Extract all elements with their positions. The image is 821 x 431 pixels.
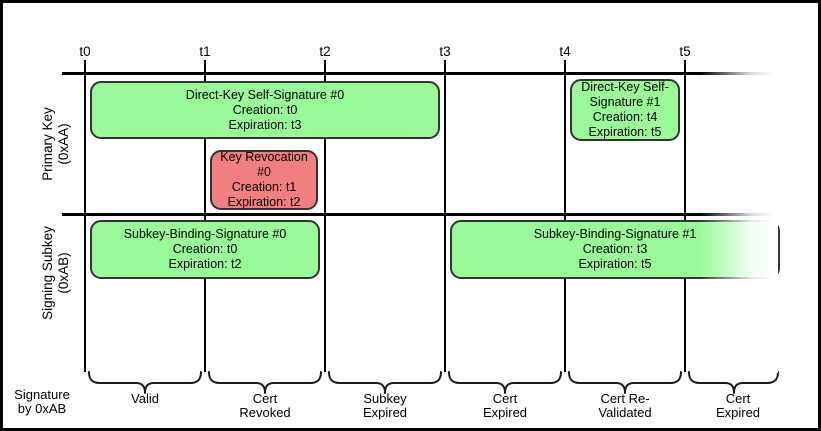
segment-label-cert-revalidated: Cert Re- Validated <box>598 391 652 420</box>
signature-by-axis-label: Signature by 0xAB <box>14 387 70 416</box>
box-expiration: Expiration: t3 <box>228 117 302 132</box>
box-creation: Creation: t1 <box>231 180 297 194</box>
gridline-t3 <box>444 60 446 372</box>
box-expiration: Expiration: t5 <box>588 125 662 139</box>
box-title: Key Revocation #0 <box>220 150 308 179</box>
primary-key-axis-line <box>62 72 778 75</box>
box-title: Direct-Key Self- Signature #1 <box>581 80 669 109</box>
box-expiration: Expiration: t2 <box>168 257 242 271</box>
tick-label-t3: t3 <box>439 44 451 59</box>
box-creation: Creation: t3 <box>582 242 648 256</box>
signing-subkey-axis-line <box>62 213 778 216</box>
segment-brace <box>568 371 682 394</box>
box-expiration: Expiration: t5 <box>578 257 652 271</box>
signature-box-direct-key-self-signature-0: Direct-Key Self-Signature #0 Creation: t… <box>90 81 440 139</box>
segment-brace <box>688 371 779 394</box>
gridline-t4 <box>564 60 566 372</box>
segment-label-cert-expired: Cert Expired <box>482 391 528 420</box>
signature-box-key-revocation-0: Key Revocation #0 Creation: t1 Expiratio… <box>210 150 318 210</box>
tick-label-t2: t2 <box>319 44 331 59</box>
signature-box-subkey-binding-signature-0: Subkey-Binding-Signature #0 Creation: t0… <box>90 220 320 279</box>
box-title: Direct-Key Self-Signature #0 <box>185 87 345 102</box>
gridline-t5 <box>684 60 686 372</box>
box-title: Subkey-Binding-Signature #1 <box>533 227 697 241</box>
segment-label-valid: Valid <box>131 391 159 406</box>
segment-brace <box>328 371 442 394</box>
segment-brace <box>448 371 562 394</box>
tick-label-t1: t1 <box>199 44 211 59</box>
segment-label-cert-expired-2: Cert Expired <box>715 391 761 420</box>
signature-box-direct-key-self-signature-1: Direct-Key Self- Signature #1 Creation: … <box>570 79 680 141</box>
box-title: Subkey-Binding-Signature #0 <box>123 227 287 241</box>
box-creation: Creation: t4 <box>592 110 658 124</box>
segment-label-subkey-expired: Subkey Expired <box>362 391 408 420</box>
gridline-t2 <box>324 60 326 372</box>
segment-label-cert-revoked: Cert Revoked <box>239 391 291 420</box>
tick-label-t5: t5 <box>679 44 691 59</box>
gridline-t1 <box>204 60 206 372</box>
box-creation: Creation: t0 <box>172 242 238 256</box>
box-creation: Creation: t0 <box>232 102 298 117</box>
tick-label-t0: t0 <box>79 44 91 59</box>
gridline-t0 <box>84 60 86 372</box>
box-expiration: Expiration: t2 <box>227 195 301 209</box>
tick-label-t4: t4 <box>559 44 571 59</box>
segment-brace <box>208 371 322 394</box>
segment-brace <box>88 371 202 394</box>
